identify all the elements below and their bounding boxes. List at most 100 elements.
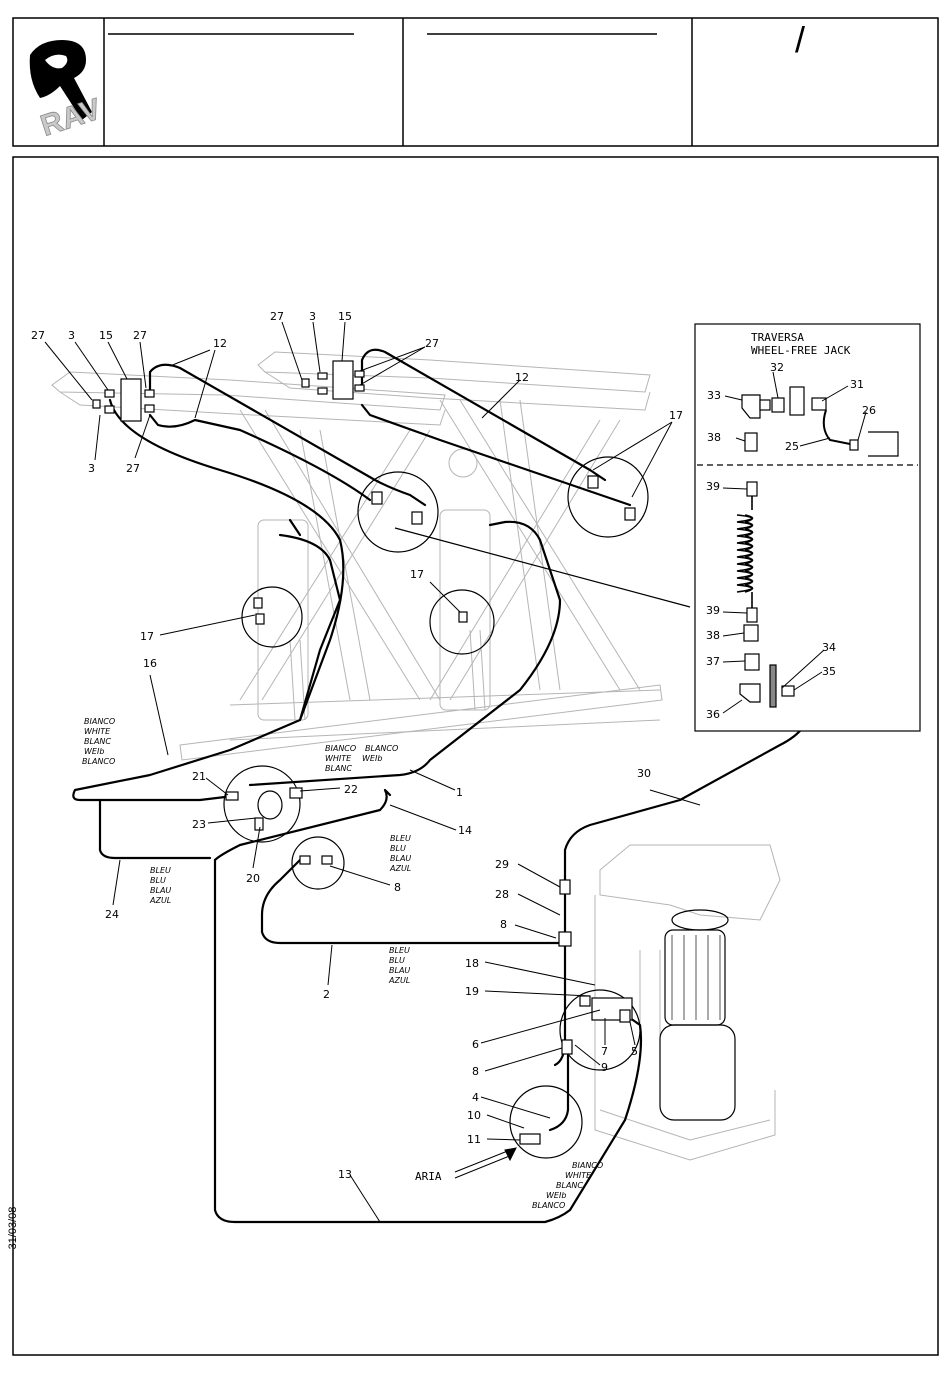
drawing-frame — [12, 156, 939, 1356]
svg-text:BLU: BLU — [150, 876, 166, 885]
svg-text:BLEU: BLEU — [390, 834, 411, 843]
inset-callout-32: 32 — [770, 361, 784, 374]
colour-note-bianco-3: BIANCO WHITE BLANC WEIb BLANCO — [532, 1161, 603, 1210]
logo-text: RAV — [37, 93, 105, 143]
inset-callout-26: 26 — [862, 404, 876, 417]
callout-8-a: 8 — [394, 881, 401, 894]
svg-text:WEIb: WEIb — [362, 754, 382, 763]
callout-7: 7 — [601, 1045, 608, 1058]
revision-slash: / — [795, 19, 805, 60]
svg-text:BLEU: BLEU — [389, 946, 410, 955]
callout-18: 18 — [465, 957, 479, 970]
colour-note-bianco-1: BIANCO WHITE BLANC WEIb BLANCO — [82, 717, 115, 766]
svg-text:WEIb: WEIb — [546, 1191, 566, 1200]
inset-callout-25: 25 — [785, 440, 799, 453]
callout-15-a: 15 — [99, 329, 113, 342]
callout-labels: 27 3 15 27 12 3 27 27 3 15 27 12 17 17 1… — [31, 310, 683, 1183]
callout-27-e: 27 — [425, 337, 439, 350]
inset-callout-34: 34 — [822, 641, 836, 654]
callout-12-b: 12 — [515, 371, 529, 384]
callout-2: 2 — [323, 988, 330, 1001]
svg-text:BLEU: BLEU — [150, 866, 171, 875]
drawing-date: 31/03/08 — [7, 1206, 19, 1250]
svg-text:BLANC: BLANC — [325, 764, 352, 773]
callout-19: 19 — [465, 985, 479, 998]
callout-9: 9 — [601, 1061, 608, 1074]
svg-text:BLANC: BLANC — [556, 1181, 583, 1190]
rav-logo: RAV — [29, 40, 105, 143]
callout-8-c: 8 — [472, 1065, 479, 1078]
svg-text:BLAU: BLAU — [150, 886, 171, 895]
callout-27-b: 27 — [133, 329, 147, 342]
inset-callout-39-b: 39 — [706, 604, 720, 617]
svg-text:AZUL: AZUL — [389, 864, 411, 873]
inset-callout-39-a: 39 — [706, 480, 720, 493]
svg-text:BLU: BLU — [389, 956, 405, 965]
hydraulic-hoses — [72, 348, 814, 1224]
inset-callout-38-a: 38 — [707, 431, 721, 444]
callout-29: 29 — [495, 858, 509, 871]
callout-6: 6 — [472, 1038, 479, 1051]
svg-text:BIANCO: BIANCO — [325, 744, 356, 753]
svg-text:WEIb: WEIb — [84, 747, 104, 756]
callout-28: 28 — [495, 888, 509, 901]
inset-callout-31: 31 — [850, 378, 864, 391]
callout-14: 14 — [458, 824, 472, 837]
svg-text:BLANCO: BLANCO — [365, 744, 398, 753]
callout-4: 4 — [472, 1091, 479, 1104]
lift-structure-drawing — [51, 351, 781, 1161]
svg-text:WHITE: WHITE — [325, 754, 352, 763]
callout-10: 10 — [467, 1109, 481, 1122]
inset-callout-38-b: 38 — [706, 629, 720, 642]
inset-callout-35: 35 — [822, 665, 836, 678]
colour-note-bleu-3: BLEU BLU BLAU AZUL — [388, 946, 410, 985]
callout-12-a: 12 — [213, 337, 227, 350]
colour-note-bianco-2: BIANCO WHITE BLANC BLANCO WEIb — [325, 744, 398, 773]
callout-24: 24 — [105, 908, 119, 921]
callout-30: 30 — [637, 767, 651, 780]
callout-leaders — [44, 321, 701, 1223]
svg-text:BLAU: BLAU — [389, 966, 410, 975]
hose-colour-notes: BIANCO WHITE BLANC WEIb BLANCO BIANCO WH… — [82, 717, 603, 1210]
callout-17-a: 17 — [669, 409, 683, 422]
svg-text:BLANC: BLANC — [84, 737, 111, 746]
callout-15-b: 15 — [338, 310, 352, 323]
svg-text:WHITE: WHITE — [565, 1171, 592, 1180]
callout-17-b: 17 — [140, 630, 154, 643]
callout-17-c: 17 — [410, 568, 424, 581]
callout-11: 11 — [467, 1133, 481, 1146]
svg-text:WHITE: WHITE — [84, 727, 111, 736]
fittings — [92, 360, 636, 1145]
colour-note-bleu-1: BLEU BLU BLAU AZUL — [389, 834, 411, 873]
title-block: / — [12, 17, 939, 147]
colour-note-bleu-2: BLEU BLU BLAU AZUL — [149, 866, 171, 905]
svg-text:BLAU: BLAU — [390, 854, 411, 863]
callout-8-b: 8 — [500, 918, 507, 931]
svg-text:AZUL: AZUL — [149, 896, 171, 905]
svg-text:BLU: BLU — [390, 844, 406, 853]
callout-21: 21 — [192, 770, 206, 783]
callout-16: 16 — [143, 657, 157, 670]
callout-20: 20 — [246, 872, 260, 885]
aria-label: ARIA — [415, 1170, 442, 1183]
callout-27-c: 27 — [126, 462, 140, 475]
wheel-free-jack-inset: TRAVERSA WHEEL-FREE JACK 33 32 31 26 38 … — [694, 323, 921, 732]
callout-3-b: 3 — [88, 462, 95, 475]
detail-circles — [223, 456, 691, 1159]
svg-text:BIANCO: BIANCO — [84, 717, 115, 726]
inset-title-line2: WHEEL-FREE JACK — [751, 344, 851, 357]
inset-callout-37: 37 — [706, 655, 720, 668]
svg-text:BLANCO: BLANCO — [82, 757, 115, 766]
callout-3-a: 3 — [68, 329, 75, 342]
svg-text:BLANCO: BLANCO — [532, 1201, 565, 1210]
svg-text:BIANCO: BIANCO — [572, 1161, 603, 1170]
callout-5: 5 — [631, 1045, 638, 1058]
callout-1: 1 — [456, 786, 463, 799]
callout-27-a: 27 — [31, 329, 45, 342]
callout-13: 13 — [338, 1168, 352, 1181]
callout-3-c: 3 — [309, 310, 316, 323]
inset-title-line1: TRAVERSA — [751, 331, 804, 344]
callout-22: 22 — [344, 783, 358, 796]
inset-callout-33: 33 — [707, 389, 721, 402]
